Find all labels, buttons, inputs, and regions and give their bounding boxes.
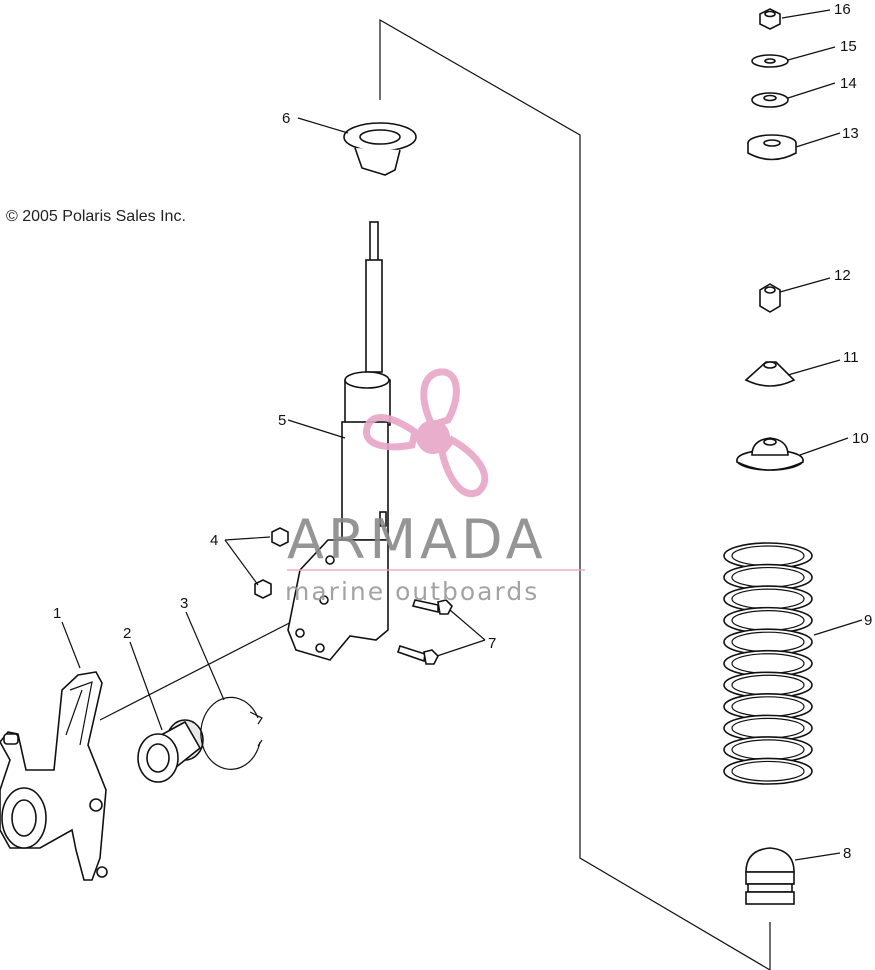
part-nuts xyxy=(254,527,289,599)
callout-leaders xyxy=(61,9,863,861)
assembly-guide-lines xyxy=(99,18,771,970)
part-jam-nut xyxy=(759,283,781,313)
part-spring-seat xyxy=(736,437,804,471)
copyright-notice: © 2005 Polaris Sales Inc. xyxy=(6,208,186,225)
spring-coil-inner xyxy=(731,760,805,782)
callout-13: 13 xyxy=(842,125,859,142)
part-cupped-washer xyxy=(751,92,789,108)
callout-15: 15 xyxy=(840,38,857,55)
part-top-nut xyxy=(759,8,781,30)
part-flat-washer xyxy=(751,54,789,68)
callout-5: 5 xyxy=(278,412,286,429)
part-bearing xyxy=(137,719,204,783)
watermark-title: ARMADA xyxy=(287,508,547,571)
part-coil-spring xyxy=(723,542,813,785)
callout-16: 16 xyxy=(834,1,851,18)
watermark-subtitle: marine outboards xyxy=(285,577,539,606)
callout-10: 10 xyxy=(852,430,869,447)
callout-14: 14 xyxy=(840,75,857,92)
part-bump-stop xyxy=(745,847,795,905)
part-bushing xyxy=(747,134,797,161)
callout-6: 6 xyxy=(282,110,290,127)
callout-9: 9 xyxy=(864,612,872,629)
part-cone-washer xyxy=(744,361,796,387)
callout-11: 11 xyxy=(843,349,859,366)
part-snap-ring xyxy=(200,696,263,770)
callout-8: 8 xyxy=(843,845,851,862)
callout-7: 7 xyxy=(488,635,496,652)
propeller-icon xyxy=(363,368,489,498)
callout-numbers: 1 2 3 4 5 6 7 8 9 10 11 12 13 14 15 16 xyxy=(53,1,872,862)
spring-coil xyxy=(723,757,813,785)
callout-3: 3 xyxy=(180,595,188,612)
part-upper-mount xyxy=(343,122,417,176)
callout-1: 1 xyxy=(53,605,61,622)
callout-12: 12 xyxy=(834,267,851,284)
part-knuckle xyxy=(0,671,108,881)
watermark: ARMADA marine outboards xyxy=(285,368,585,606)
callout-2: 2 xyxy=(123,625,131,642)
callout-4: 4 xyxy=(210,532,218,549)
part-bolts xyxy=(396,599,453,665)
